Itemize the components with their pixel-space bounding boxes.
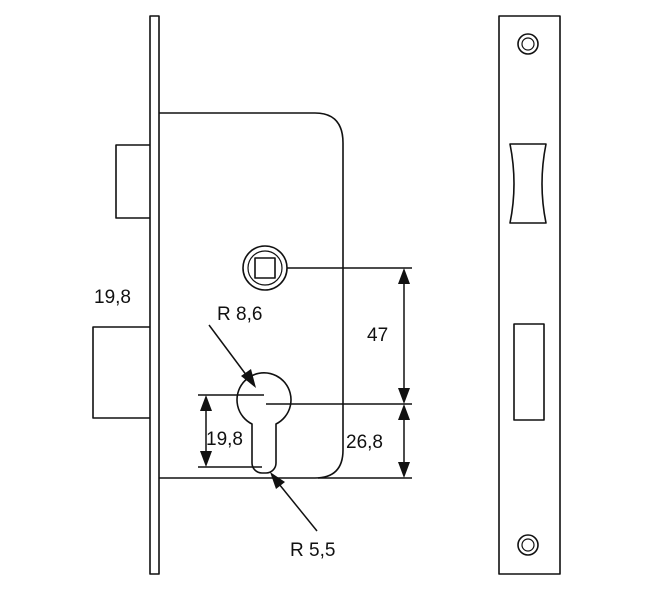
dimension-cylinder-height [198,394,264,468]
faceplate-front [498,15,561,575]
label-backset-bolt: 19,8 [94,287,131,308]
follower-square-icon [242,245,288,291]
front-plate-side [149,15,160,575]
bolt-opening [513,323,545,421]
screw-hole-bottom-icon [517,534,539,556]
dead-bolt [92,326,150,419]
dimension-vertical-chain [266,267,412,479]
label-cylinder-height: 19,8 [206,429,243,450]
latch-bolt [115,144,150,219]
label-radius-top: R 8,6 [217,304,262,325]
label-dimension-26-8: 26,8 [346,432,383,453]
leader-radius-bottom [270,472,318,532]
leader-radius-top [208,324,256,388]
label-dimension-47: 47 [367,325,388,346]
latch-opening [509,143,547,224]
screw-hole-top-icon [517,33,539,55]
lock-case [159,112,344,479]
label-radius-bottom: R 5,5 [290,540,335,561]
cylinder-keyhole [236,372,292,474]
